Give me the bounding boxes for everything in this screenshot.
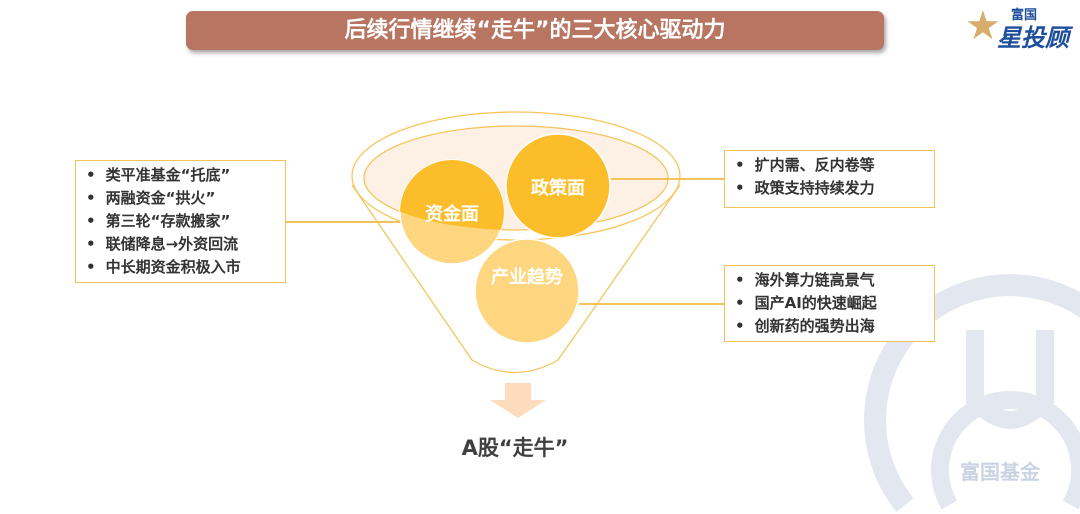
circle-policy	[505, 133, 611, 239]
list-item: 第三轮“存款搬家”	[86, 210, 275, 233]
page-title: 后续行情继续“走牛”的三大核心驱动力	[186, 11, 884, 50]
circle-industry	[474, 238, 580, 344]
list-item: 创新药的强势出海	[735, 315, 924, 338]
brand-logo: ★ 富国 星投顾	[965, 3, 1075, 52]
list-item: 类平准基金“托底”	[86, 164, 275, 187]
list-item: 中长期资金积极入市	[86, 256, 275, 279]
list-item: 国产AI的快速崛起	[735, 292, 924, 315]
circle-policy-label: 政策面	[531, 178, 585, 199]
circle-industry-label: 产业趋势	[491, 267, 563, 288]
arrow-down-icon	[490, 383, 546, 418]
list-item: 海外算力链高景气	[735, 269, 924, 292]
funnel-body	[351, 184, 681, 374]
list-item: 联储降息→外资回流	[86, 233, 275, 256]
circle-capital-overlap	[400, 160, 504, 230]
circle-capital-label: 资金面	[425, 204, 479, 225]
list-item: 扩内需、反内卷等	[735, 154, 924, 177]
star-icon: ★	[965, 3, 1001, 49]
industry-factors-box: 海外算力链高景气 国产AI的快速崛起 创新药的强势出海	[724, 265, 935, 342]
logo-top-text: 富国	[1011, 8, 1038, 23]
watermark-text: 富国基金	[960, 460, 1040, 484]
list-item: 政策支持持续发力	[735, 177, 924, 200]
list-item: 两融资金“拱火”	[86, 187, 275, 210]
capital-factors-box: 类平准基金“托底” 两融资金“拱火” 第三轮“存款搬家” 联储降息→外资回流 中…	[75, 160, 286, 283]
logo-main-text: 星投顾	[997, 24, 1069, 52]
policy-factors-box: 扩内需、反内卷等 政策支持持续发力	[724, 150, 935, 208]
result-label: A股“走牛”	[461, 436, 569, 460]
